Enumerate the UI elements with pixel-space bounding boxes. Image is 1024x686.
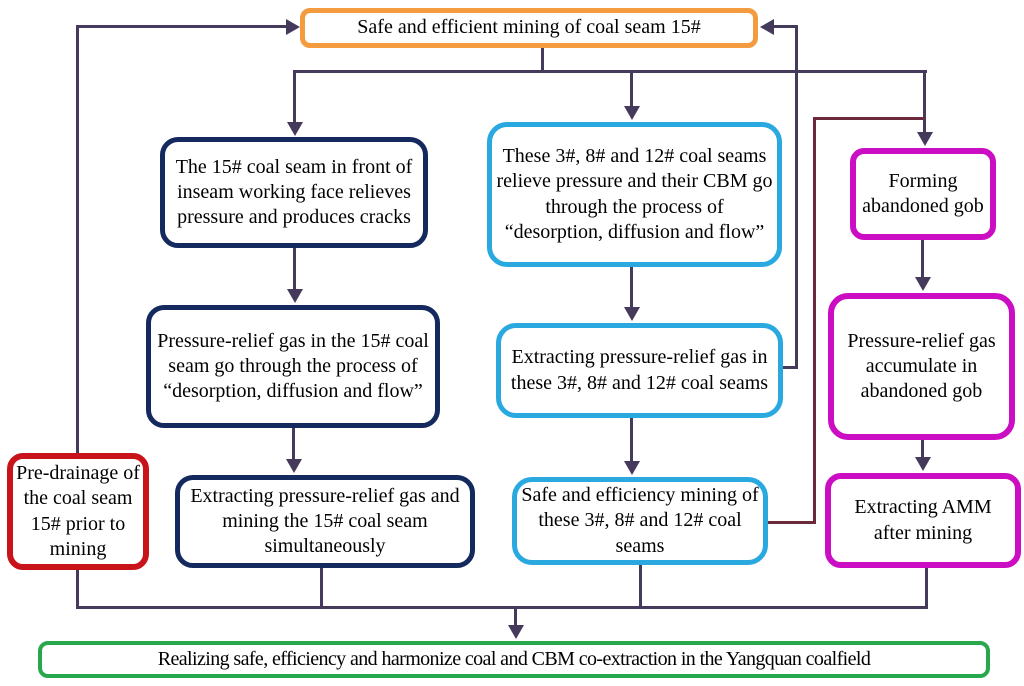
connector-predrainage-down — [76, 570, 79, 608]
node-15-cracks-label: The 15# coal seam in front of inseam wor… — [175, 155, 413, 229]
connector-adj-mining-out — [768, 521, 816, 524]
connector-drop-to-gob-forming — [923, 70, 926, 133]
node-adj-extract: Extracting pressure-relief gas in these … — [496, 323, 783, 418]
connector-predrainage-up — [76, 26, 79, 453]
node-predrainage-label: Pre-drainage of the coal seam 15# prior … — [16, 462, 140, 560]
arrowhead-into-gob-amm — [915, 457, 931, 471]
connector-adj-mining-up — [813, 117, 816, 524]
node-gob-forming-label: Forming abandoned gob — [862, 169, 984, 217]
connector-gob-forming-to-gob-gas — [921, 240, 924, 278]
arrowhead-into-result — [508, 625, 524, 639]
connector-bottom-rail — [76, 606, 928, 609]
connector-adj-extract-out — [783, 366, 798, 369]
connector-adj-mining-down — [639, 565, 642, 608]
connector-adj-mining-merge — [813, 117, 925, 120]
node-predrainage: Pre-drainage of the coal seam 15# prior … — [7, 453, 149, 570]
node-15-extract-label: Extracting pressure-relief gas and minin… — [190, 484, 460, 558]
connector-feedback-right-vertical — [795, 26, 798, 369]
node-gob-amm: Extracting AMM after mining — [825, 473, 1021, 568]
node-goal: Safe and efficient mining of coal seam 1… — [300, 8, 758, 48]
node-15-gas: Pressure-relief gas in the 15# coal seam… — [146, 305, 440, 428]
arrowhead-into-15-gas — [287, 289, 303, 303]
connector-15-cracks-to-15-gas — [293, 248, 296, 290]
node-gob-gas-label: Pressure-relief gas accumulate in abando… — [847, 329, 996, 403]
connector-drop-to-15-cracks — [293, 70, 296, 123]
arrowhead-into-adj-extract — [624, 307, 640, 321]
node-adj-relieve: These 3#, 8# and 12# coal seams relieve … — [487, 122, 782, 267]
node-gob-amm-label: Extracting AMM after mining — [854, 496, 992, 544]
connector-feedback-into-goal-right — [774, 25, 798, 28]
node-adj-mining-label: Safe and efficiency mining of these 3#, … — [521, 484, 759, 557]
node-15-gas-label: Pressure-relief gas in the 15# coal seam… — [157, 329, 429, 403]
connector-adj-extract-to-adj-mining — [630, 418, 633, 462]
connector-drop-to-adj-relieve — [630, 70, 633, 107]
connector-15-extract-down — [320, 568, 323, 608]
node-goal-label: Safe and efficient mining of coal seam 1… — [357, 16, 701, 39]
arrowhead-into-gob-forming — [917, 132, 933, 146]
connector-gob-amm-down — [925, 568, 928, 608]
arrowhead-into-15-extract — [286, 459, 302, 473]
connector-15-gas-to-15-extract — [292, 428, 295, 460]
connector-goal-down — [541, 48, 544, 71]
node-adj-extract-label: Extracting pressure-relief gas in these … — [510, 346, 769, 394]
arrowhead-into-15-cracks — [287, 122, 303, 136]
node-15-cracks: The 15# coal seam in front of inseam wor… — [160, 137, 428, 248]
connector-drop-to-result — [514, 606, 517, 626]
arrowhead-into-goal-left — [286, 19, 300, 35]
arrowhead-into-gob-gas — [915, 277, 931, 291]
connector-gob-gas-to-gob-amm — [921, 440, 924, 458]
connector-top-rail — [293, 70, 927, 73]
arrowhead-into-adj-mining — [624, 461, 640, 475]
node-result: Realizing safe, efficiency and harmonize… — [38, 641, 990, 678]
connector-feedback-into-goal-left — [76, 25, 286, 28]
arrowhead-into-adj-relieve — [624, 106, 640, 120]
node-adj-mining: Safe and efficiency mining of these 3#, … — [512, 477, 768, 565]
connector-adj-relieve-to-adj-extract — [630, 267, 633, 308]
node-result-label: Realizing safe, efficiency and harmonize… — [157, 647, 871, 670]
node-adj-relieve-label: These 3#, 8# and 12# coal seams relieve … — [496, 145, 773, 243]
node-15-extract: Extracting pressure-relief gas and minin… — [175, 475, 475, 568]
arrowhead-into-goal-right — [760, 19, 774, 35]
node-gob-forming: Forming abandoned gob — [850, 148, 996, 240]
node-gob-gas: Pressure-relief gas accumulate in abando… — [828, 293, 1015, 440]
